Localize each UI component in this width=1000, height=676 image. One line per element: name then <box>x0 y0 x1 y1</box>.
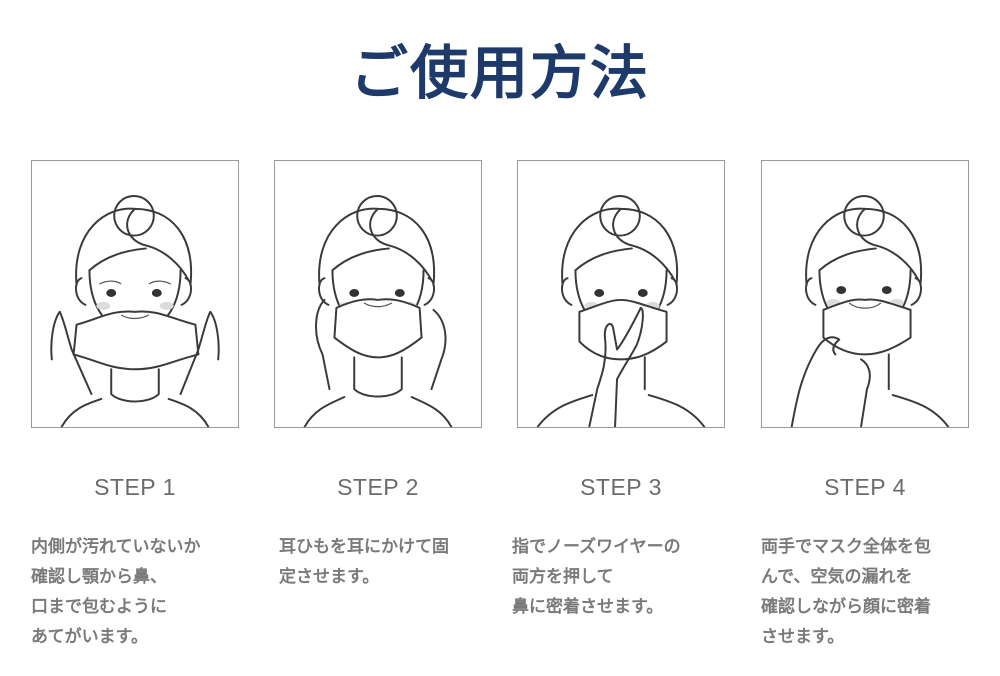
woman-hooking-ear-loops-icon <box>303 194 453 427</box>
step-4-illustration <box>761 160 969 428</box>
step-2-description: 耳ひもを耳にかけて固 定させます。 <box>279 537 449 587</box>
step-2-label: STEP 2 <box>337 474 419 500</box>
step-3-description: 指でノーズワイヤーの 両方を押して 鼻に密着させます。 <box>512 537 681 617</box>
step-3-label: STEP 3 <box>580 474 662 500</box>
woman-pressing-nose-wire-icon <box>536 194 706 427</box>
woman-adjusting-mask-icon <box>790 194 950 427</box>
step-2-illustration <box>274 160 482 428</box>
step-3-illustration <box>517 160 725 428</box>
woman-holding-mask-icon <box>50 194 220 427</box>
step-4-description: 両手でマスク全体を包 んで、空気の漏れを 確認しながら顔に密着 させます。 <box>761 537 931 647</box>
step-1-description: 内側が汚れていないか 確認し顎から鼻、 口まで包むように あてがいます。 <box>31 537 201 647</box>
step-1-illustration <box>31 160 239 428</box>
step-4-label: STEP 4 <box>824 474 906 500</box>
page-title: ご使用方法 <box>349 39 650 107</box>
step-1-label: STEP 1 <box>94 474 176 500</box>
